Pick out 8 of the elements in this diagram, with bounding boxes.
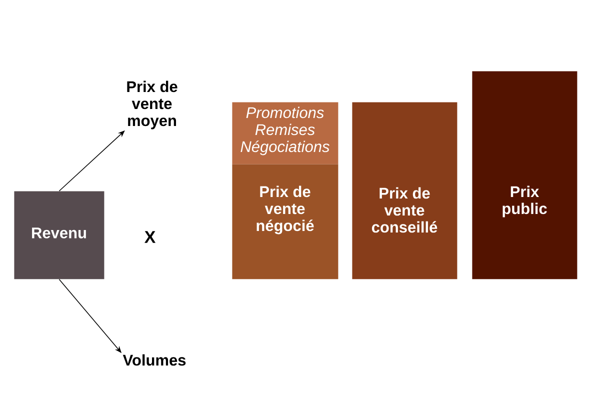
revenue-box: Revenu — [14, 191, 104, 280]
operator-label: X — [144, 231, 156, 243]
price-bar: Prix public — [472, 71, 578, 280]
node-label: Prix de vente moyen — [127, 80, 178, 130]
discount-segment: Promotions Remises Négociations — [232, 102, 338, 164]
node-label: Volumes — [122, 354, 186, 366]
price-bar: Prix de vente négocié — [232, 164, 338, 280]
price-bar: Prix de vente conseillé — [352, 102, 458, 280]
